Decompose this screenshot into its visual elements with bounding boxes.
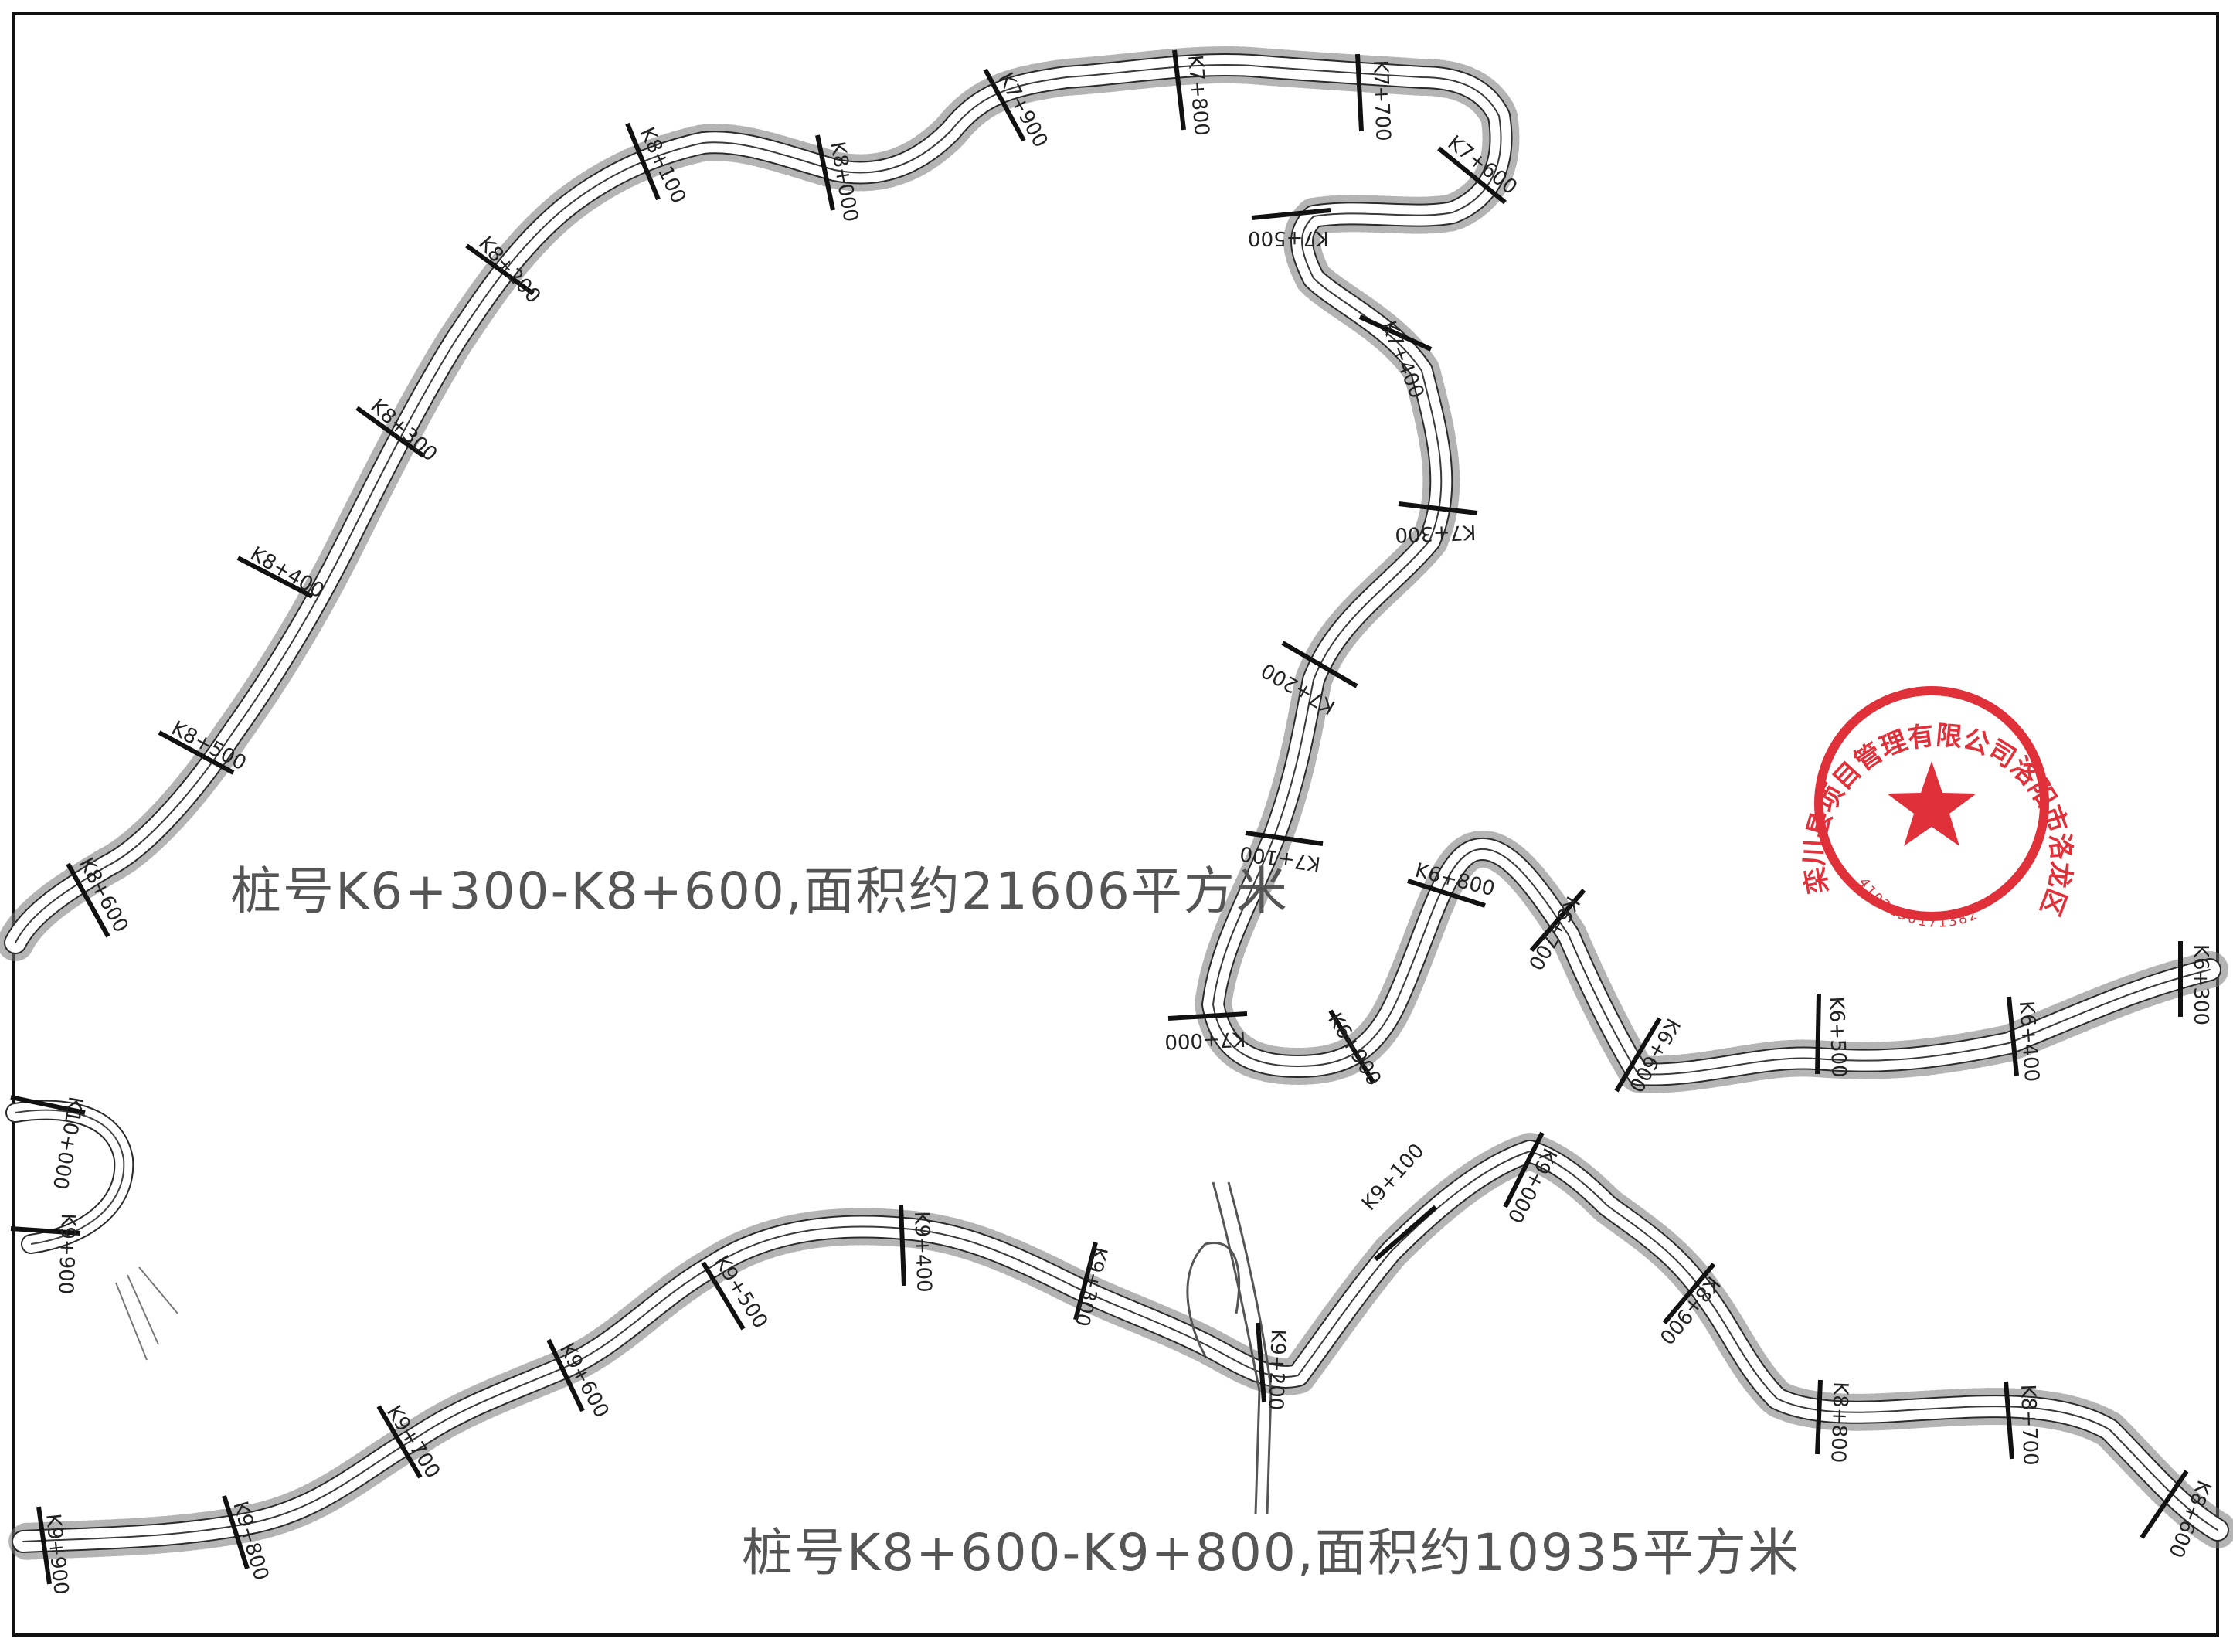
- upper-route-centerline: [15, 64, 2211, 1076]
- tick-k6-600: [1614, 1017, 1662, 1093]
- lower-area-caption: 桩号K8+600-K9+800,面积约10935平方米: [742, 1523, 1800, 1582]
- station-ticks: [10, 49, 2189, 1585]
- upper-route: [0, 46, 2228, 1093]
- station-label-k7-000: K7+000: [1164, 1027, 1246, 1053]
- tick-k8-900: [1662, 1263, 1716, 1324]
- seal-ring: [1814, 686, 2049, 921]
- tick-k8-000: [815, 134, 835, 211]
- tick-k8-800: [1815, 1379, 1823, 1455]
- station-label-k7-500: K7+500: [1248, 226, 1329, 250]
- tick-k6-900: [1328, 1009, 1376, 1085]
- tick-k7-100: [1245, 831, 1324, 846]
- tick-k9-500: [701, 1261, 746, 1331]
- map-frame: [12, 12, 2219, 1637]
- tick-k9-900b: [36, 1506, 52, 1585]
- seal-number: 4103150171382: [1855, 875, 1982, 930]
- tick-k9-800: [222, 1495, 250, 1569]
- tick-k7-700: [1355, 53, 1364, 132]
- station-label-k8-800: K8+800: [1826, 1382, 1852, 1463]
- tick-k10-000: [10, 1095, 86, 1115]
- tick-k8-400: [236, 556, 314, 599]
- tick-k6-500: [1815, 993, 1821, 1075]
- tick-k8-500: [158, 730, 235, 775]
- side-road-edge-left: [1212, 1181, 1261, 1515]
- station-label-k7-700: K7+700: [1368, 59, 1395, 141]
- tick-k7-900: [983, 68, 1026, 142]
- tick-k8-200: [465, 243, 535, 296]
- station-labels: K8+100 K8+000 K7+900 K7+800 K7+700 K7+60…: [41, 54, 2215, 1596]
- tick-k9-000: [1503, 1131, 1545, 1208]
- tick-k7-300: [1398, 501, 1478, 515]
- station-label-k7-300: K7+300: [1395, 520, 1477, 546]
- lower-route-centerline: [22, 1151, 2218, 1542]
- tick-k6-400: [2007, 996, 2019, 1076]
- upper-route-outline: [4, 53, 2221, 1086]
- station-label-k6-300: K6+300: [2189, 944, 2212, 1025]
- tick-k9-200: [1256, 1322, 1266, 1402]
- tick-k8-600-top: [66, 862, 110, 938]
- tick-k7-600: [1437, 146, 1507, 205]
- tick-k8-100: [625, 122, 661, 201]
- station-label-k9-200: K9+200: [1263, 1329, 1290, 1411]
- station-label-k9-900-left: K9+900: [53, 1213, 80, 1295]
- tick-k6-800: [1407, 879, 1486, 908]
- lower-route-surface: [13, 1141, 2228, 1552]
- left-hairpin-annotation-lines: [115, 1266, 178, 1361]
- tick-k9-600: [546, 1338, 585, 1412]
- tick-k7-500: [1251, 208, 1331, 220]
- lower-route: [5, 1133, 2233, 1560]
- tick-k7-400: [1358, 314, 1433, 352]
- station-label-k8-700: K8+700: [2016, 1384, 2042, 1466]
- tick-k9-300: [1073, 1242, 1098, 1321]
- tick-k8-300: [355, 406, 425, 458]
- upper-area-caption: 桩号K6+300-K8+600,面积约21606平方米: [230, 862, 1289, 921]
- tick-k6-700: [1529, 889, 1586, 952]
- tick-k8-600-bottom: [2140, 1470, 2189, 1539]
- station-label-k6-400: K6+400: [2014, 1000, 2043, 1083]
- station-label-k6-500: K6+500: [1824, 996, 1851, 1078]
- tick-k7-800: [1172, 49, 1186, 131]
- star-icon: [1887, 761, 1976, 846]
- side-road: [1186, 1181, 1273, 1515]
- left-hairpin: [5, 1100, 178, 1361]
- side-road-loop: [1186, 1242, 1241, 1357]
- tick-k7-200: [1281, 641, 1358, 688]
- side-road-edge-right: [1227, 1181, 1273, 1515]
- tick-k8-700: [2004, 1381, 2014, 1460]
- tick-k9-400: [899, 1205, 906, 1287]
- tick-k7-000: [1167, 1011, 1248, 1021]
- station-label-k9-400: K9+400: [909, 1211, 936, 1293]
- tick-k9-700: [376, 1405, 423, 1479]
- tick-k9-900: [10, 1226, 81, 1236]
- tick-k9-100: [1374, 1205, 1437, 1262]
